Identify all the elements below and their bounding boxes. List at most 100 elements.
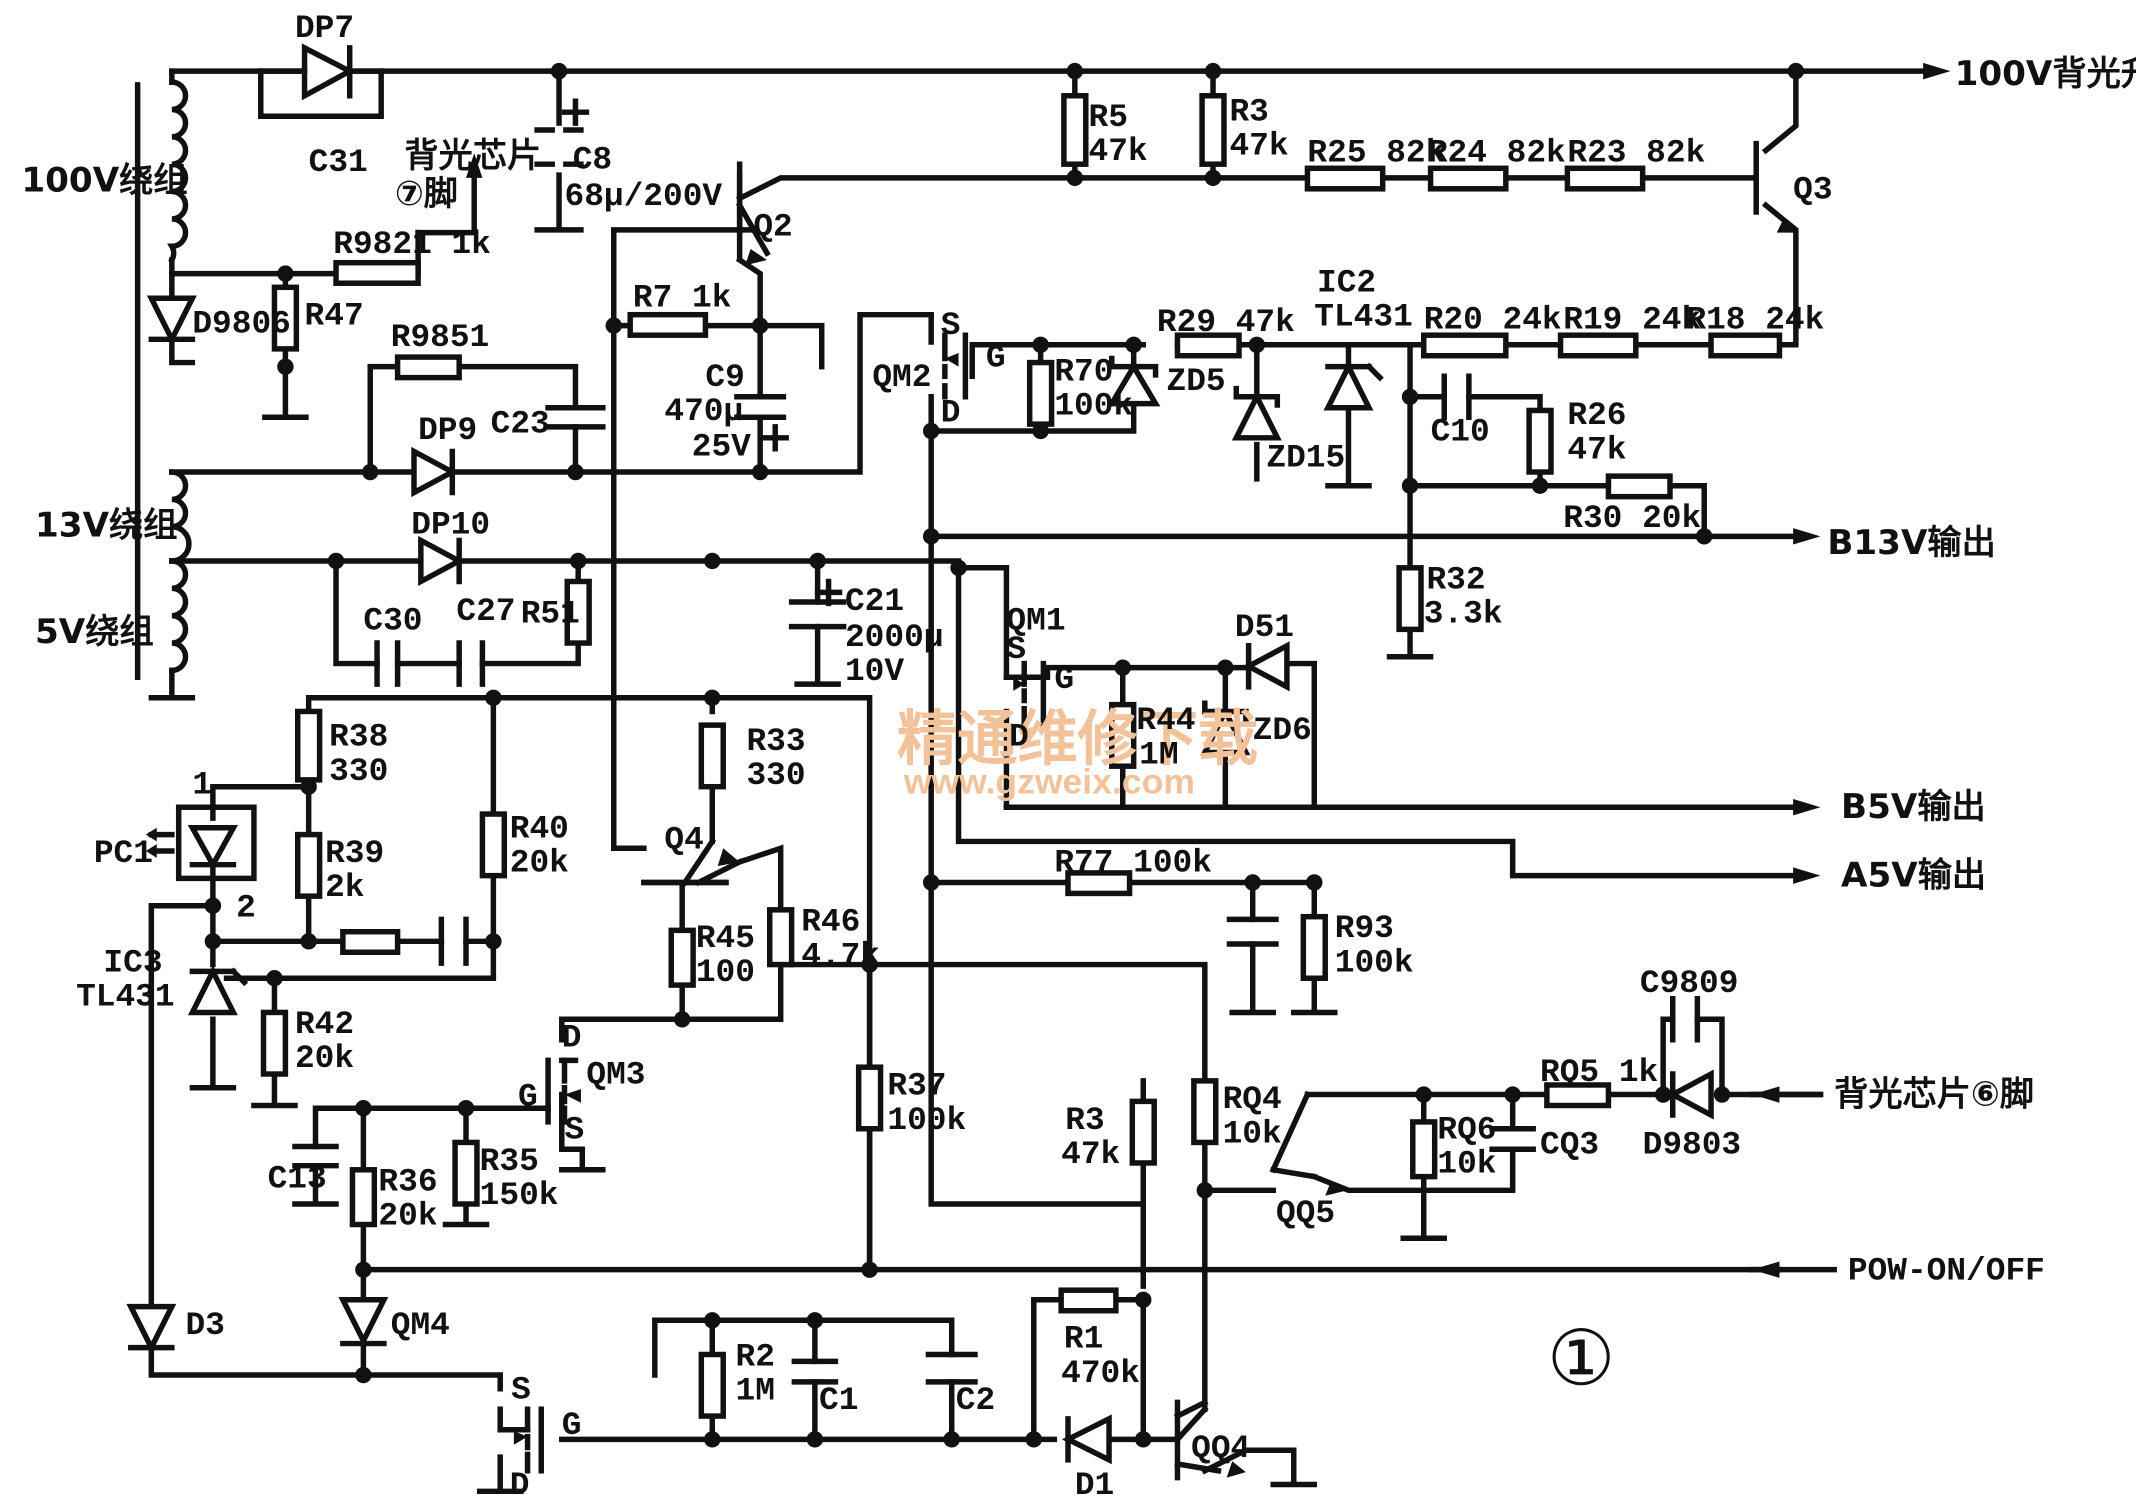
resistor-r19 — [1557, 332, 1639, 359]
label-rq4-value: 10k — [1223, 1115, 1282, 1152]
resistor-r23 — [1564, 165, 1646, 192]
label-r1-value: 470k — [1061, 1355, 1140, 1392]
capacitor-series — [438, 916, 469, 966]
capacitor-c27 — [456, 640, 486, 687]
capacitor-r93-side — [1226, 916, 1279, 947]
label-dp10: DP10 — [411, 507, 490, 544]
resistors — [260, 93, 1783, 1419]
resistor-r77 — [1065, 870, 1133, 897]
resistor-r24 — [1427, 165, 1509, 192]
label-qm2-s: S — [941, 307, 961, 344]
label-c31: C31 — [309, 144, 368, 181]
resistor-r-unlabeled — [340, 928, 401, 955]
label-dp9: DP9 — [418, 412, 477, 449]
label-r9851: R9851 — [391, 319, 490, 356]
resistor-r3-top — [1199, 93, 1227, 167]
output-a5v-label: A5V输出 — [1841, 856, 1986, 896]
label-r44-value: 1M — [1139, 736, 1178, 773]
resistor-r44 — [1109, 701, 1137, 769]
label-qq4: QQ4 — [1191, 1430, 1250, 1467]
label-pc1: PC1 — [94, 835, 153, 872]
diode-dp9 — [411, 446, 459, 498]
capacitor-c30 — [374, 640, 401, 687]
backlight-pin7-label: ⑦脚 — [395, 174, 458, 214]
label-pc1-pin2: 2 — [236, 890, 256, 927]
label-r32: R32 — [1426, 561, 1485, 598]
resistor-rq4 — [1191, 1078, 1219, 1146]
label-r23: R23 82k — [1567, 134, 1705, 171]
label-ic2-type: TL431 — [1314, 299, 1413, 336]
label-d9806: D9806 — [192, 305, 291, 342]
input-backlight-pin6-label: 背光芯片⑥脚 — [1834, 1074, 2034, 1114]
label-qm3-s: S — [565, 1111, 585, 1148]
label-rq6-value: 10k — [1437, 1146, 1496, 1183]
label-r36: R36 — [378, 1163, 437, 1200]
label-r26-value: 47k — [1567, 431, 1626, 468]
label-r37: R37 — [887, 1068, 946, 1105]
resistor-r93 — [1300, 913, 1328, 981]
label-qq5: QQ5 — [1276, 1195, 1335, 1232]
label-q4: Q4 — [664, 821, 703, 858]
label-r40-value: 20k — [510, 845, 569, 882]
label-r2: R2 — [736, 1338, 775, 1375]
label-qm4-d: D — [510, 1467, 530, 1504]
labels: 100V绕组 13V绕组 5V绕组 100V背光升压 B13V输出 B5V输出 … — [21, 10, 2136, 1504]
output-100v-backlight-label: 100V背光升压 — [1955, 54, 2136, 94]
resistor-rq6 — [1410, 1119, 1438, 1180]
label-qm3-g: G — [518, 1078, 538, 1115]
resistor-r2 — [698, 1351, 726, 1419]
resistor-r42 — [260, 1009, 289, 1077]
resistor-r25 — [1304, 165, 1386, 192]
label-qm4-g: G — [562, 1407, 582, 1444]
diode-d9803 — [1666, 1069, 1714, 1120]
label-r3-bottom: R3 — [1065, 1102, 1104, 1139]
label-ic2: IC2 — [1317, 264, 1376, 301]
label-c9: C9 — [705, 359, 744, 396]
label-c9-value1: 470μ — [664, 393, 743, 430]
resistor-r30 — [1605, 473, 1673, 500]
diode-dp7 — [301, 43, 356, 101]
transistor-qq5 — [1269, 1090, 1318, 1180]
label-r35-value: 150k — [480, 1177, 559, 1214]
watermark-text: 精通维修下载 — [897, 704, 1258, 774]
label-c23: C23 — [491, 405, 550, 442]
resistor-r70 — [1026, 359, 1055, 427]
resistor-r29 — [1174, 332, 1242, 359]
zener-zd15 — [1231, 390, 1282, 441]
label-r5: R5 — [1089, 99, 1128, 136]
label-r38-value: 330 — [329, 753, 388, 790]
transistor-q4 — [641, 837, 744, 887]
label-r18: R18 24k — [1686, 301, 1824, 338]
label-dp7: DP7 — [295, 10, 354, 47]
label-r70: R70 — [1054, 353, 1113, 390]
diode-dp10 — [418, 535, 465, 587]
label-qm3: QM3 — [586, 1057, 645, 1094]
label-r39: R39 — [325, 835, 384, 872]
label-d51: D51 — [1235, 609, 1294, 646]
resistor-r51 — [564, 578, 592, 646]
label-r1: R1 — [1064, 1321, 1103, 1358]
resistor-r9851 — [394, 354, 462, 381]
label-r25: R25 82k — [1307, 134, 1445, 171]
label-c21-value2: 10V — [845, 653, 904, 690]
label-r77: R77 100k — [1054, 845, 1212, 882]
label-qm2-g: G — [986, 340, 1006, 377]
label-c8: C8 — [573, 141, 612, 178]
ic3-tl431 — [187, 965, 238, 1016]
resistor-r5 — [1061, 93, 1089, 167]
label-q2: Q2 — [753, 208, 792, 245]
label-r70-value: 100k — [1054, 388, 1133, 425]
label-c9809: C9809 — [1640, 965, 1739, 1002]
label-c21-value1: 2000μ — [845, 619, 944, 656]
wires — [148, 68, 1926, 1495]
label-r51: R51 — [521, 596, 580, 633]
winding-5v — [169, 558, 189, 674]
capacitor-c23 — [545, 404, 606, 430]
label-r93-value: 100k — [1335, 944, 1414, 981]
output-b5v-label: B5V输出 — [1841, 787, 1986, 827]
label-qm1-g: G — [1054, 661, 1074, 698]
capacitor-c9809 — [1670, 996, 1701, 1043]
resistor-r7 — [627, 311, 709, 338]
label-qm1-d: D — [1009, 719, 1029, 756]
label-qm1: QM1 — [1006, 602, 1065, 639]
